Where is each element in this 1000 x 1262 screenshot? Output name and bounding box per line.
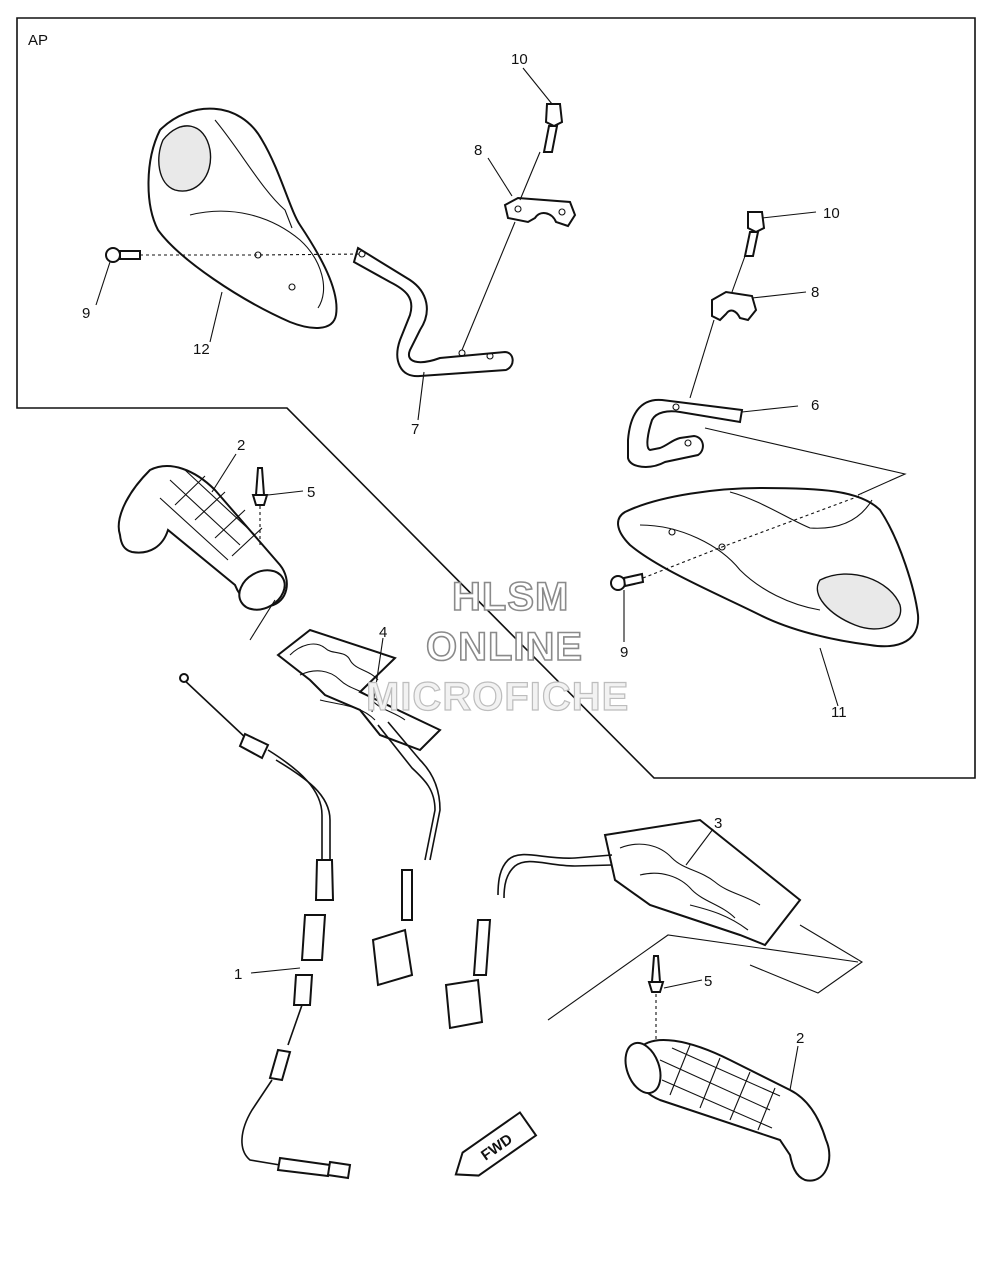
assembly-line-clamp-right (689, 319, 715, 399)
callout-1: 1 (234, 966, 242, 983)
callout-2-lower: 2 (796, 1030, 804, 1047)
grip-heater-left (276, 628, 442, 752)
grip-heater-right (603, 818, 802, 947)
assembly-line-bolt-right (731, 255, 746, 293)
watermark-line-2: ONLINE (426, 625, 583, 669)
grip-left (117, 465, 288, 611)
heater-lead-left (371, 721, 441, 987)
rivet-left (251, 467, 269, 506)
watermark: HLSM ONLINE MICROFICHE (365, 574, 629, 719)
bracket-right (627, 398, 744, 468)
accessory-pack-label: AP (28, 32, 48, 49)
accessory-pack-outline (16, 17, 976, 779)
fwd-arrow-icon: FWD (454, 1111, 538, 1177)
hand-guard-right (617, 486, 920, 648)
callout-10-left: 10 (511, 51, 528, 68)
callout-8-right: 8 (811, 284, 819, 301)
clamp-upper-left (503, 196, 577, 228)
bolt-top-right (743, 211, 766, 257)
assembly-line-grip-right (547, 934, 859, 1021)
assembly-line-heater-left (249, 599, 276, 641)
callout-5-upper: 5 (307, 484, 315, 501)
callout-3: 3 (714, 815, 722, 832)
assembly-line-bolt-left (519, 151, 541, 201)
bracket-left (352, 246, 514, 378)
grip-right (624, 1039, 831, 1182)
heater-lead-right (444, 853, 613, 1030)
hand-guard-left (147, 107, 338, 329)
assembly-line-clamp-left (461, 221, 516, 351)
callout-2-upper: 2 (237, 437, 245, 454)
bolt-top-left (542, 103, 564, 153)
screw-left (105, 247, 141, 263)
screw-right (610, 572, 645, 591)
callout-4: 4 (379, 624, 387, 641)
callout-10-right: 10 (823, 205, 840, 222)
callout-5-lower: 5 (704, 973, 712, 990)
watermark-line-1: HLSM (452, 575, 569, 619)
callout-7: 7 (411, 421, 419, 438)
throttle-cable (179, 673, 352, 1180)
assembly-line-screw-left (140, 253, 363, 256)
callout-8-left: 8 (474, 142, 482, 159)
assembly-line-heater-right (749, 924, 864, 994)
watermark-line-3: MICROFICHE (366, 675, 629, 719)
callout-9-left: 9 (82, 305, 90, 322)
rivet-right (647, 955, 665, 993)
callout-6: 6 (811, 397, 819, 414)
leader-lines (95, 67, 839, 1091)
clamp-upper-right (711, 290, 758, 322)
callout-11: 11 (831, 704, 847, 721)
callout-12: 12 (193, 341, 210, 358)
assembly-line-right-guard (704, 427, 907, 496)
assembly-line-screw-right (642, 494, 863, 579)
callout-9-right: 9 (620, 644, 628, 661)
